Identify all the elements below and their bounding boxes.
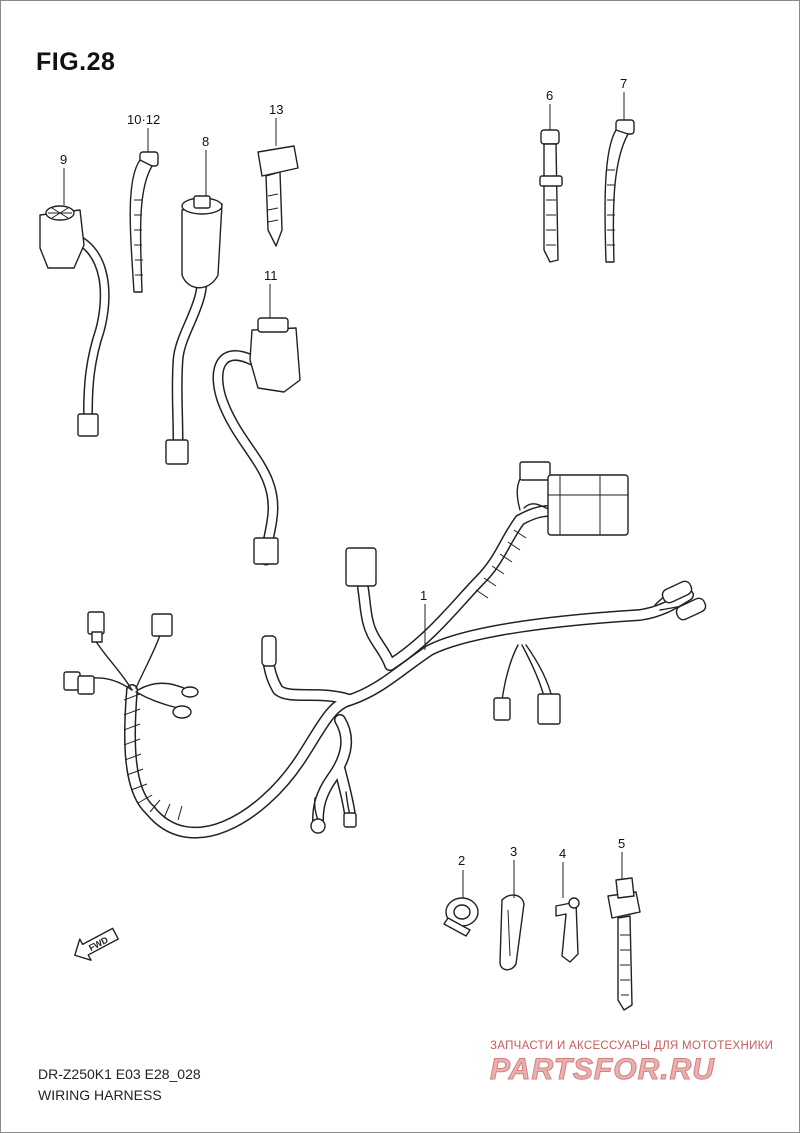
callout-4: 4 xyxy=(559,846,566,861)
callout-9: 9 xyxy=(60,152,67,167)
part-11-switch-block[interactable] xyxy=(212,317,301,566)
callout-1: 1 xyxy=(420,588,427,603)
part-2-clamp[interactable] xyxy=(443,897,479,937)
callout-11: 11 xyxy=(264,268,278,283)
part-9-switch[interactable] xyxy=(39,205,110,437)
part-5-cable-tie[interactable] xyxy=(607,877,641,1011)
callout-8: 8 xyxy=(202,134,209,149)
callout-13: 13 xyxy=(269,102,283,117)
callout-6: 6 xyxy=(546,88,553,103)
callout-7: 7 xyxy=(620,76,627,91)
callout-3: 3 xyxy=(510,844,517,859)
part-10-12-cable-tie[interactable] xyxy=(129,151,159,293)
part-7-cable-tie[interactable] xyxy=(604,119,635,263)
part-6-cable-tie[interactable] xyxy=(539,129,563,263)
part-4-clamp[interactable] xyxy=(555,897,580,963)
watermark-logo: PARTSFOR.RU xyxy=(490,1053,715,1087)
watermark-caption: ЗАПЧАСТИ И АКСЕССУАРЫ ДЛЯ МОТОТЕХНИКИ xyxy=(490,1040,774,1052)
fwd-arrow-icon: FWD xyxy=(74,927,119,961)
part-3-clamp[interactable] xyxy=(499,894,525,971)
callout-10-12: 10·12 xyxy=(127,112,160,127)
part-8-ignition-switch[interactable] xyxy=(165,195,223,465)
section-name: WIRING HARNESS xyxy=(38,1087,162,1103)
callout-leaders xyxy=(63,92,625,898)
figure-label: FIG.28 xyxy=(36,48,116,76)
main-wiring-harness[interactable] xyxy=(63,461,708,839)
callout-5: 5 xyxy=(618,836,625,851)
part-13-key[interactable] xyxy=(257,145,299,247)
callout-labels: 1 2 3 4 5 6 7 8 9 10·12 11 13 xyxy=(60,76,627,868)
callout-2: 2 xyxy=(458,853,465,868)
model-code: DR-Z250K1 E03 E28_028 xyxy=(38,1066,201,1082)
